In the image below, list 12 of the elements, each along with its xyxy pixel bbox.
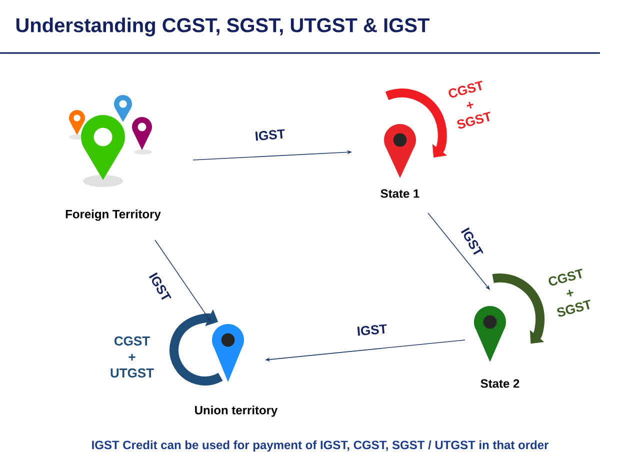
tax-label: CGST + SGST (448, 80, 490, 129)
tax-label: CGST + SGST (548, 268, 590, 317)
place-label: State 2 (480, 379, 520, 388)
arrow (428, 212, 490, 290)
title: Understanding CGST, SGST, UTGST & IGST (16, 18, 430, 36)
tax-label: CGST + UTGST (110, 336, 154, 378)
place-label: Foreign Territory (66, 210, 161, 221)
caption: IGST Credit can be used for payment of IGST, CGST, SGST / UTGST in that order (92, 440, 549, 452)
edge-label: IGST (253, 128, 287, 142)
place-label: Union territory (195, 406, 278, 417)
edge-label: IGST (355, 323, 389, 337)
place-label: State 1 (380, 189, 420, 198)
